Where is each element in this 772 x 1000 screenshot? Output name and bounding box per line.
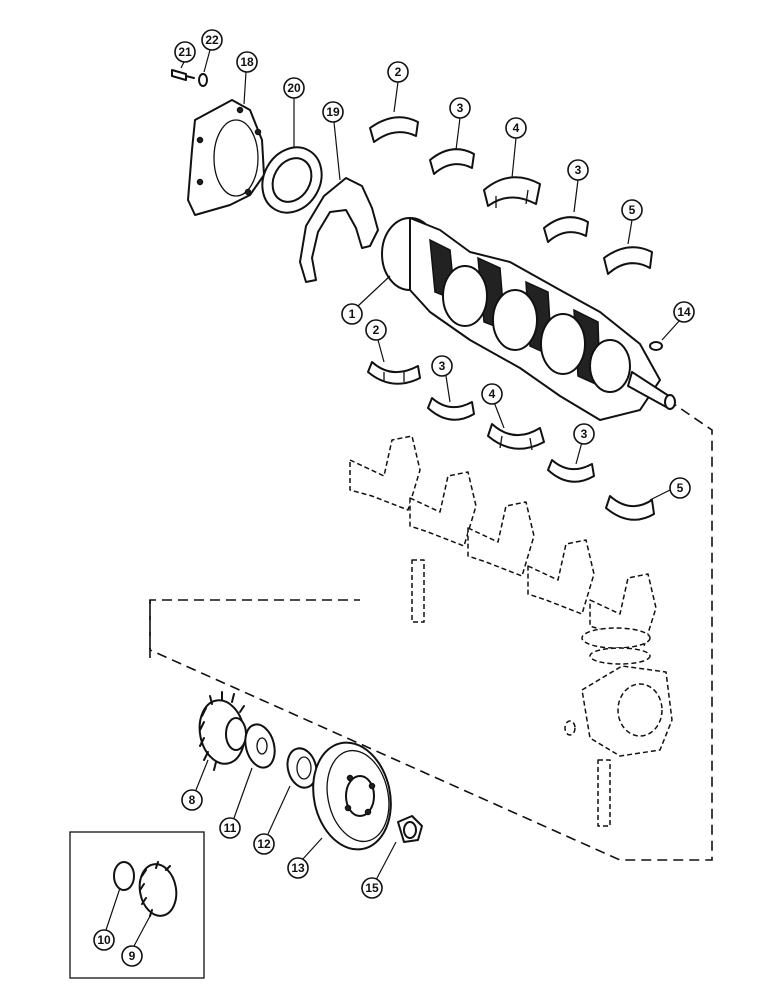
- svg-text:22: 22: [205, 33, 219, 47]
- svg-text:13: 13: [291, 861, 305, 875]
- callout-8: 8: [181, 789, 203, 811]
- svg-text:5: 5: [629, 203, 636, 217]
- washer-22: [198, 73, 208, 87]
- bearing-caps: [349, 435, 657, 665]
- svg-text:11: 11: [224, 821, 237, 835]
- callout-4-upper: 4: [505, 117, 527, 139]
- front-seal-12: [286, 747, 318, 789]
- gasket-19: [299, 177, 379, 283]
- callout-9: 9: [121, 945, 143, 967]
- crankshaft-1: [381, 217, 676, 421]
- callout-21: 21: [174, 41, 196, 63]
- crank-gear-8: [198, 691, 247, 771]
- callout-3-lower-a: 3: [431, 355, 453, 377]
- lower-bearing-3a: [427, 397, 475, 421]
- svg-text:4: 4: [489, 387, 496, 401]
- callout-5-upper: 5: [621, 199, 643, 221]
- pulley-13: [312, 741, 392, 851]
- pin-14: [649, 341, 663, 351]
- svg-text:8: 8: [189, 793, 196, 807]
- inset-box: [69, 831, 205, 979]
- svg-text:3: 3: [439, 359, 446, 373]
- callout-2-lower: 2: [365, 319, 387, 341]
- svg-text:3: 3: [457, 101, 464, 115]
- callout-18: 18: [236, 51, 258, 73]
- upper-bearing-5: [603, 246, 653, 275]
- callout-1: 1: [341, 303, 363, 325]
- callout-balloons: 21 22 18 20 19 2 3 4 3 5 1: [93, 29, 695, 967]
- svg-text:3: 3: [575, 163, 582, 177]
- callout-11: 11: [219, 817, 241, 839]
- seal-retainer-18: [187, 99, 265, 216]
- svg-text:4: 4: [513, 121, 520, 135]
- callout-2-upper: 2: [387, 61, 409, 83]
- callout-10: 10: [93, 929, 115, 951]
- engine-block-outline: [149, 399, 713, 861]
- lower-bearing-3b: [547, 459, 595, 483]
- upper-bearing-4: [483, 176, 541, 208]
- callout-15: 15: [361, 877, 383, 899]
- callout-3-upper-b: 3: [567, 159, 589, 181]
- svg-text:15: 15: [365, 881, 379, 895]
- callout-5-lower: 5: [669, 477, 691, 499]
- callout-12: 12: [253, 833, 275, 855]
- callout-3-lower-b: 3: [573, 423, 595, 445]
- callout-13: 13: [287, 857, 309, 879]
- lower-bearing-4: [487, 423, 545, 451]
- bolt-21: [171, 69, 195, 81]
- hub-15: [397, 815, 423, 843]
- upper-bearing-3b: [543, 216, 589, 243]
- lower-bearing-2: [367, 361, 421, 385]
- svg-text:3: 3: [581, 427, 588, 441]
- svg-text:2: 2: [373, 323, 380, 337]
- rear-seal-20: [261, 146, 323, 214]
- leader-lines: [105, 49, 681, 947]
- svg-text:21: 21: [178, 45, 192, 59]
- washer-11: [244, 723, 276, 769]
- svg-text:14: 14: [677, 305, 691, 319]
- lower-bearing-5: [605, 495, 655, 521]
- svg-text:2: 2: [395, 65, 402, 79]
- svg-text:9: 9: [129, 949, 136, 963]
- upper-bearing-2: [369, 116, 419, 143]
- svg-text:1: 1: [349, 307, 356, 321]
- svg-text:18: 18: [240, 55, 254, 69]
- upper-bearing-3a: [429, 148, 475, 175]
- callout-19: 19: [322, 101, 344, 123]
- svg-text:10: 10: [97, 933, 111, 947]
- callout-22: 22: [201, 29, 223, 51]
- washer-10: [113, 861, 135, 891]
- svg-text:5: 5: [677, 481, 684, 495]
- callout-20: 20: [283, 77, 305, 99]
- callout-4-lower: 4: [481, 383, 503, 405]
- callout-14: 14: [673, 301, 695, 323]
- svg-text:19: 19: [326, 105, 340, 119]
- gear-9: [138, 863, 178, 917]
- oil-pump: [564, 665, 673, 827]
- callout-3-upper-a: 3: [449, 97, 471, 119]
- svg-text:20: 20: [287, 81, 301, 95]
- svg-text:12: 12: [257, 837, 271, 851]
